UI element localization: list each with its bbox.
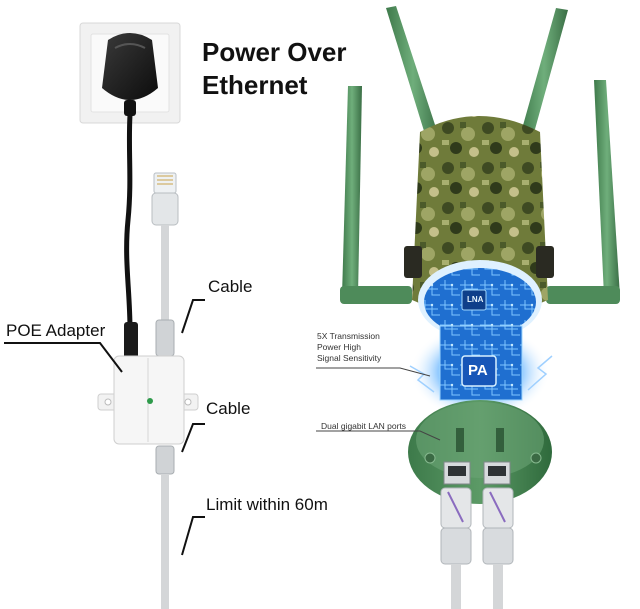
headline: Power Over Ethernet [202,36,347,102]
antenna-left-side [340,86,412,304]
label-cable-bottom: Cable [206,399,251,418]
antenna-left-top [386,6,440,144]
callout-transmission: 5X Transmission Power High Signal Sensit… [317,331,381,364]
lan-cable-port-1 [440,487,472,609]
rj45-plug-out [155,445,175,475]
headline-line-1: Power Over [202,37,347,67]
poe-adapter-box [97,355,199,445]
callout-transmission-line-1: 5X Transmission [317,331,380,341]
rj45-plug-top [151,172,179,226]
label-cable-top: Cable [208,277,253,296]
antenna-right-top [520,8,568,140]
label-poe-adapter: POE Adapter [6,321,106,340]
lan-port-2 [483,461,511,485]
chip-lna-label: LNA [467,295,484,304]
power-jack [124,322,138,362]
lan-cable-port-2 [482,487,514,609]
lan-port-1 [443,461,471,485]
leader-lines [4,299,205,556]
callout-transmission-line-2: Power High [317,342,361,352]
antenna-right-side [546,80,620,304]
callout-lines [316,367,441,441]
power-plug [102,33,158,116]
power-cable [124,112,133,333]
headline-line-2: Ethernet [202,70,308,100]
device-base [408,400,552,504]
rj45-plug-in [155,319,175,357]
circuit-cutaway [409,260,553,420]
device-body [404,116,554,315]
callout-transmission-line-3: Signal Sensitivity [317,353,382,363]
label-limit: Limit within 60m [206,495,328,514]
chip-pa-label: PA [468,362,488,379]
callout-lan-ports: Dual gigabit LAN ports [321,421,407,431]
